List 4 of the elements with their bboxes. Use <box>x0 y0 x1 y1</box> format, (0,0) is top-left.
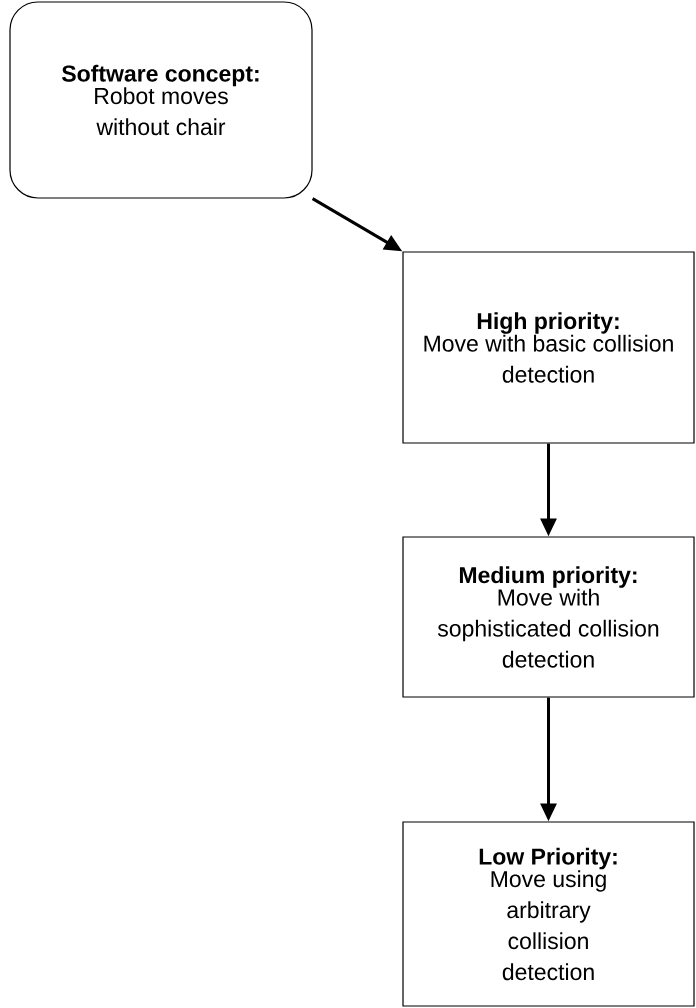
process-box: Medium priority: Move with sophisticated collision detection <box>402 536 695 698</box>
process-box: Low Priority: Move using arbitrary collision detection <box>402 821 695 1007</box>
rounded-box: Software concept: Robot moves without chair <box>9 1 313 199</box>
process-box: High priority: Move with basic collision detection <box>402 251 695 444</box>
